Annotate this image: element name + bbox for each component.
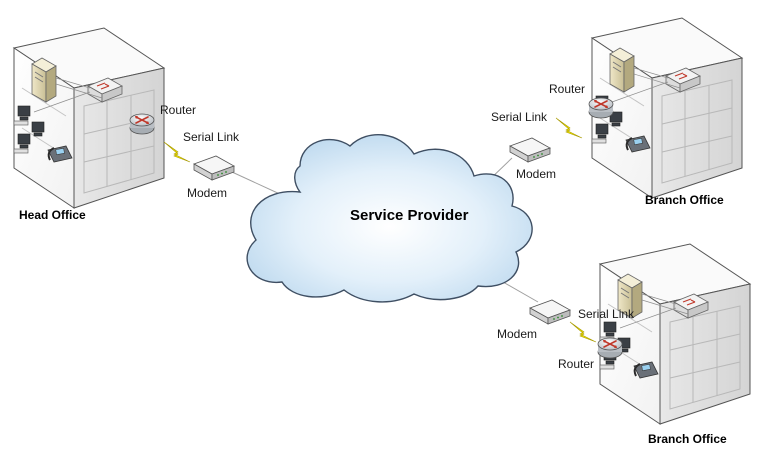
branch-bottom-office-label: Branch Office — [648, 432, 727, 446]
head-router — [129, 113, 155, 135]
head-modem-label: Modem — [187, 186, 227, 200]
head-serial-link-lightning-icon — [163, 141, 191, 163]
branch-bottom-modem-label: Modem — [497, 327, 537, 341]
branch-top-router — [588, 97, 614, 119]
branch-top-building — [591, 17, 743, 199]
branch-bottom-building — [599, 243, 751, 425]
branch-top-serial-link-lightning-icon — [555, 117, 583, 139]
head-office-site: Router Serial Link Modem Head Office — [13, 27, 240, 222]
branch-bottom-router-label: Router — [558, 357, 594, 371]
branch-bottom-serial-link-label: Serial Link — [578, 307, 635, 321]
branch-top-office-label: Branch Office — [645, 193, 724, 207]
service-provider-cloud: Service Provider — [246, 134, 533, 303]
head-modem — [193, 155, 235, 181]
branch-office-top-site: Router Serial Link Modem Branch Office — [491, 17, 743, 207]
branch-top-router-label: Router — [549, 82, 585, 96]
branch-top-modem — [509, 137, 551, 163]
head-router-label: Router — [160, 103, 196, 117]
bottom-modem-to-cloud-line — [502, 281, 539, 303]
branch-bottom-router — [597, 337, 623, 359]
branch-bottom-serial-link-lightning-icon — [569, 321, 597, 343]
cloud-label: Service Provider — [350, 207, 469, 224]
branch-office-bottom-site: Serial Link Modem Router Branch Office — [497, 243, 751, 446]
branch-top-modem-label: Modem — [516, 167, 556, 181]
branch-bottom-modem — [529, 299, 571, 325]
head-serial-link-label: Serial Link — [183, 130, 240, 144]
cloud-shape — [246, 134, 533, 303]
head-modem-to-cloud-line — [231, 171, 283, 196]
branch-top-serial-link-label: Serial Link — [491, 110, 548, 124]
head-office-label: Head Office — [19, 208, 86, 222]
